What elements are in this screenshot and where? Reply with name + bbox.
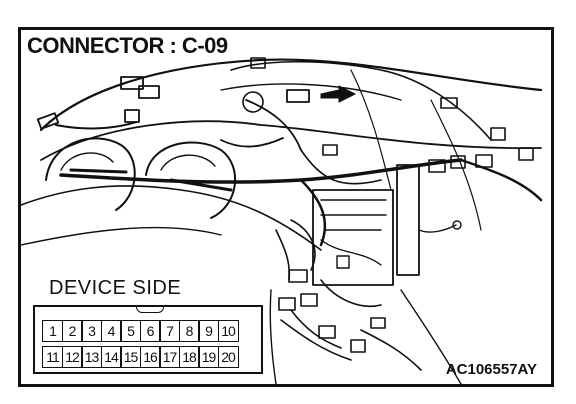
dashboard-wiring-illustration bbox=[21, 57, 543, 384]
pin-1: 1 bbox=[42, 320, 63, 342]
connector-pinout: 1 2 3 4 5 6 7 8 9 10 11 12 13 14 15 16 1… bbox=[33, 305, 263, 374]
device-side-label: DEVICE SIDE bbox=[49, 277, 182, 299]
connector-title: CONNECTOR : C-09 bbox=[27, 33, 228, 58]
pin-10: 10 bbox=[217, 320, 239, 342]
pin-row-top: 1 2 3 4 5 6 7 8 9 10 bbox=[42, 320, 239, 342]
pin-4: 4 bbox=[100, 320, 122, 342]
diagram-frame: CONNECTOR : C-09 DEVICE SIDE 1 2 3 4 5 6… bbox=[18, 27, 554, 387]
connector-key-notch bbox=[136, 307, 164, 313]
pin-18: 18 bbox=[178, 346, 200, 368]
pin-11: 11 bbox=[42, 346, 63, 368]
pin-6: 6 bbox=[139, 320, 161, 342]
pin-16: 16 bbox=[139, 346, 161, 368]
pin-17: 17 bbox=[159, 346, 180, 368]
pin-20: 20 bbox=[217, 346, 239, 368]
pin-14: 14 bbox=[100, 346, 122, 368]
pin-9: 9 bbox=[198, 320, 219, 342]
pin-row-bottom: 11 12 13 14 15 16 17 18 19 20 bbox=[42, 346, 239, 368]
pin-12: 12 bbox=[61, 346, 83, 368]
pin-7: 7 bbox=[159, 320, 180, 342]
pin-2: 2 bbox=[61, 320, 83, 342]
pin-5: 5 bbox=[120, 320, 141, 342]
pin-15: 15 bbox=[120, 346, 141, 368]
pin-19: 19 bbox=[198, 346, 219, 368]
reference-code: AC106557AY bbox=[445, 361, 537, 378]
pin-13: 13 bbox=[81, 346, 102, 368]
pin-3: 3 bbox=[81, 320, 102, 342]
pin-8: 8 bbox=[178, 320, 200, 342]
